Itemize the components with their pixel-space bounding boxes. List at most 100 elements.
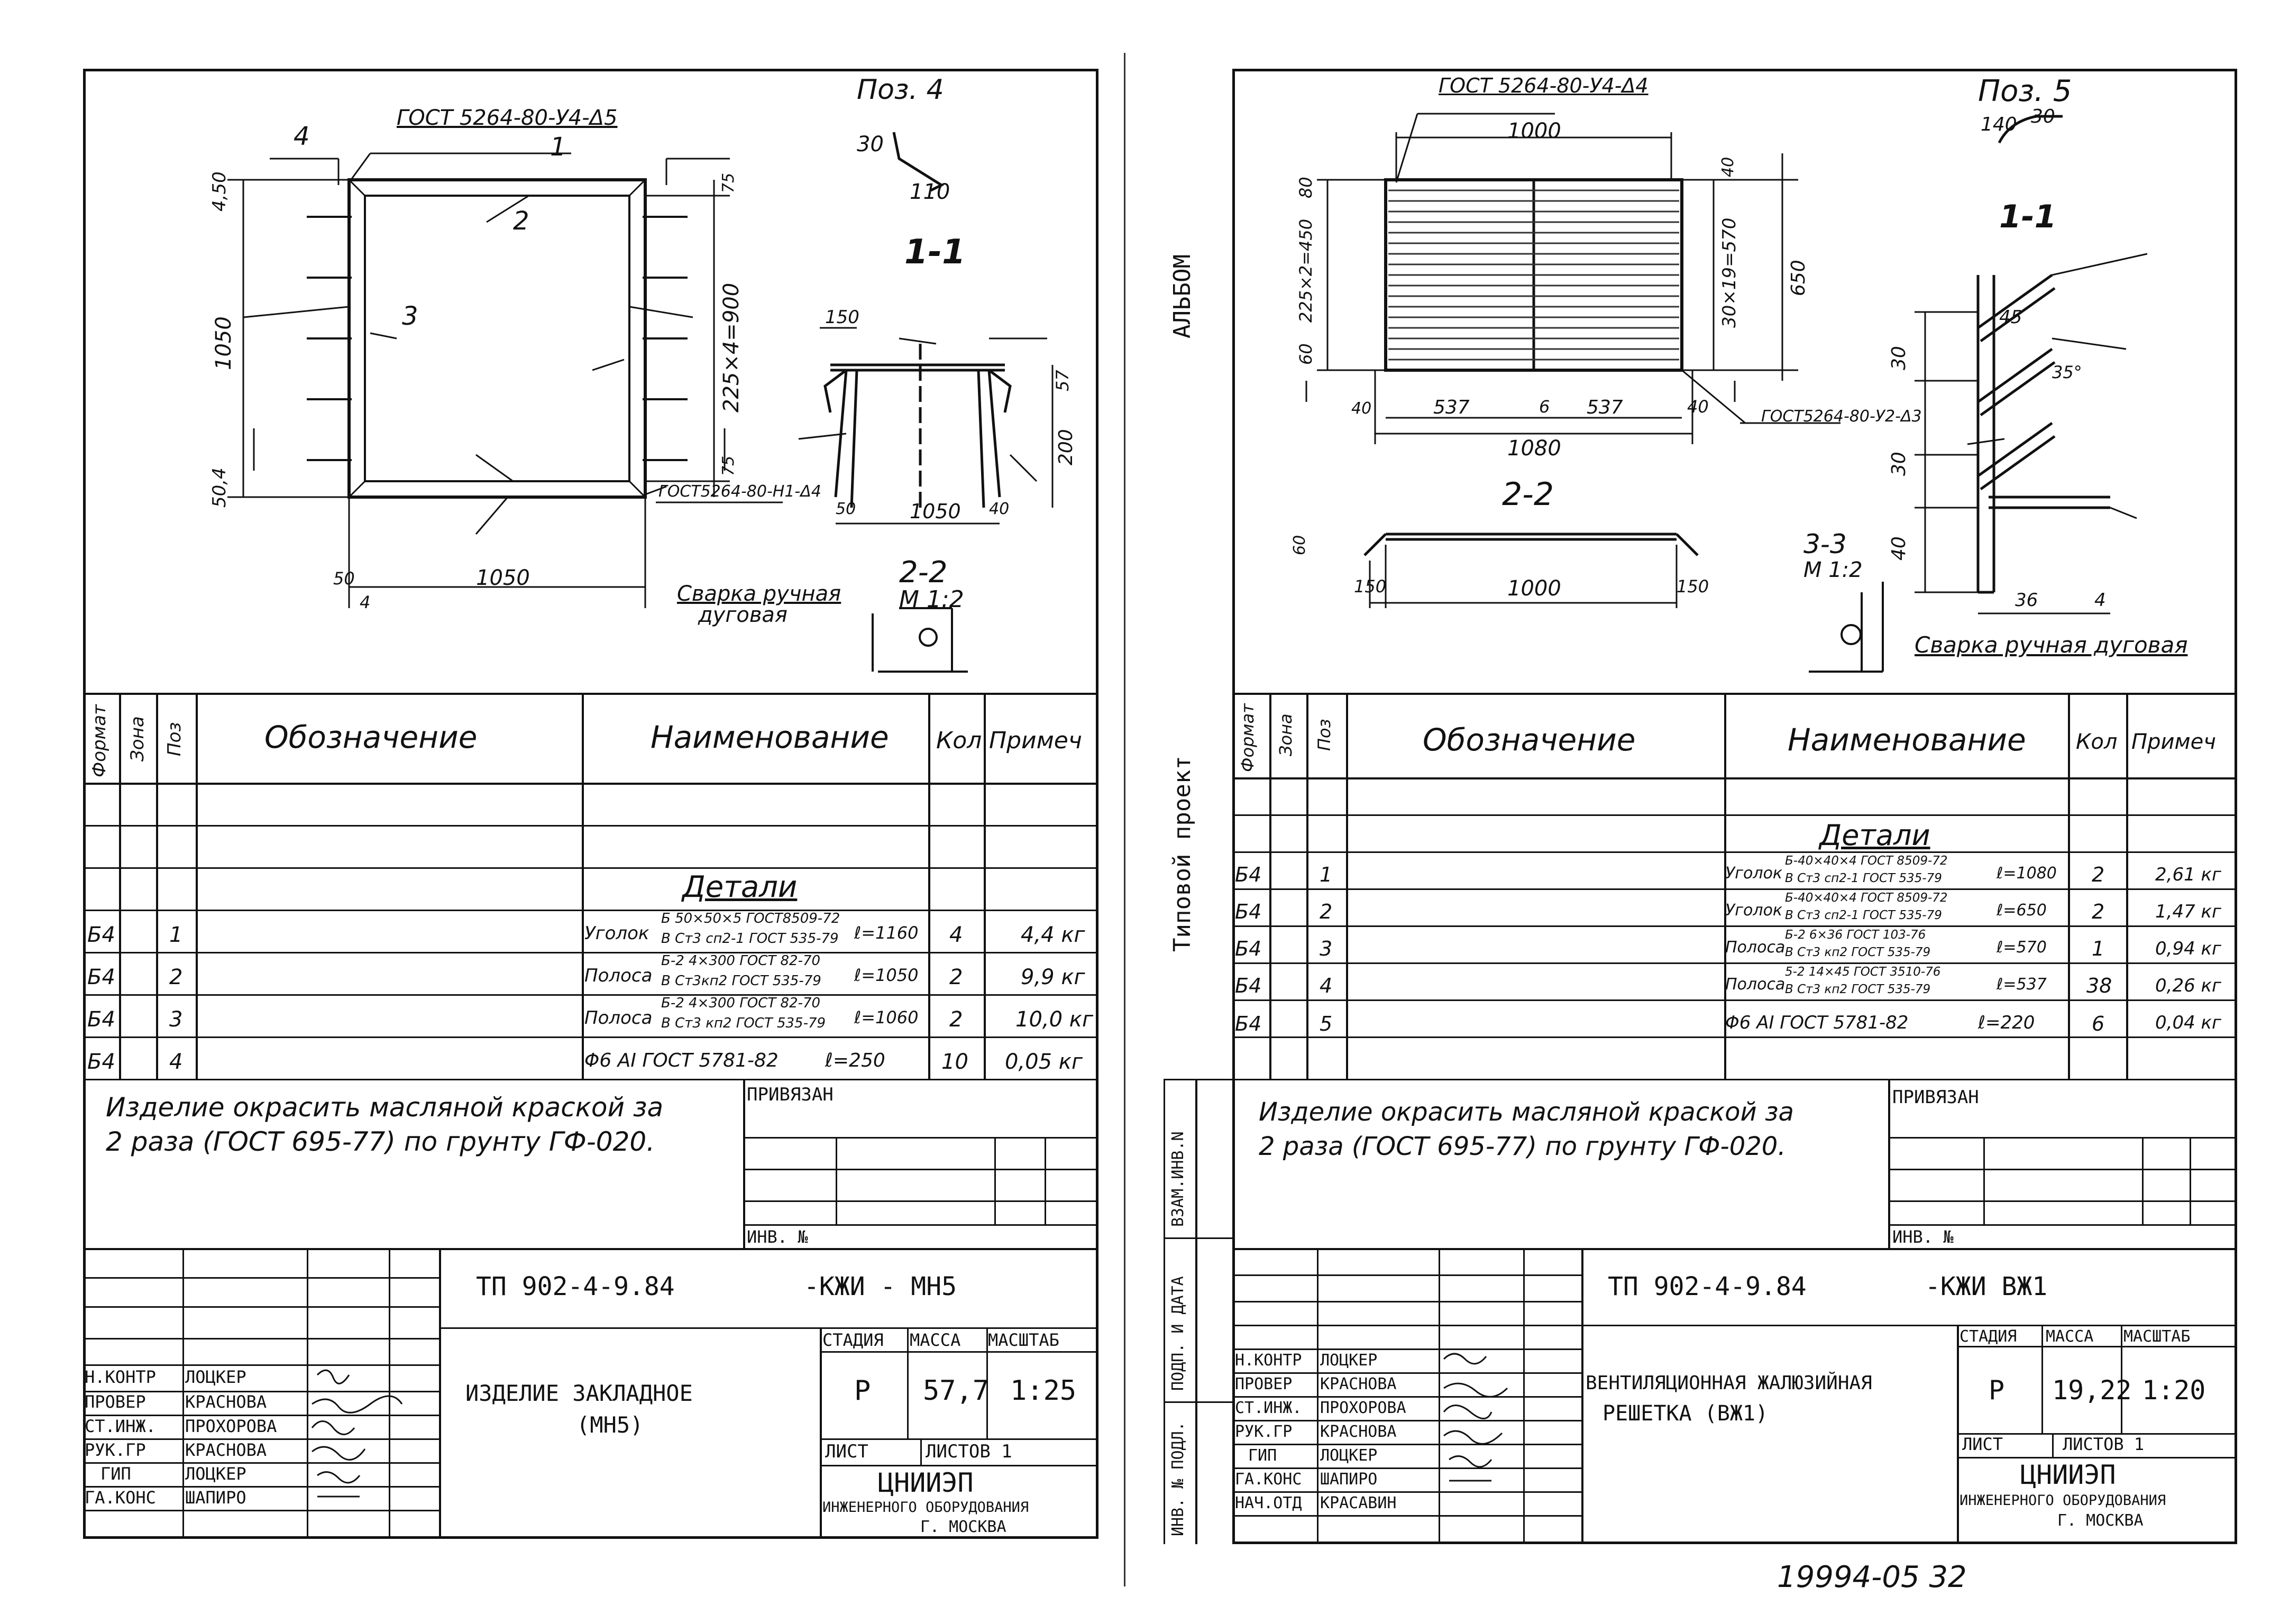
row-name: Полоса <box>584 965 653 986</box>
row-spec-bot: В Ст3 кп2 ГОСТ 535-79 <box>1785 946 1931 959</box>
left-doc-suffix: -КЖИ - МН5 <box>804 1272 957 1301</box>
row-pos: 5 <box>1320 1012 1333 1035</box>
row-spec-top: Б-40×40×4 ГОСТ 8509-72 <box>1785 854 1948 868</box>
row-format: Б4 <box>1235 1012 1262 1035</box>
right-dim-4: 4 <box>2094 590 2106 611</box>
right-title-line-1: ВЕНТИЛЯЦИОННАЯ ЖАЛЮЗИЙНАЯ <box>1586 1372 1872 1394</box>
row-qty: 10 <box>941 1050 968 1074</box>
left-s1050: 1050 <box>910 500 961 523</box>
right-weld-note: Сварка ручная дуговая <box>1915 632 2188 658</box>
row-length: ℓ=1050 <box>854 965 919 985</box>
right-dim-40-side: 40 <box>1888 536 1910 561</box>
row-qty: 2 <box>2092 863 2105 886</box>
right-dim-6: 6 <box>1539 397 1550 417</box>
row-length: ℓ=537 <box>1997 975 2047 994</box>
row-format: Б4 <box>1235 974 1262 997</box>
left-pos-mark-3: 3 <box>402 301 418 331</box>
left-pos-mark-1: 1 <box>550 132 566 162</box>
row-spec-bot: В Ст3 сп2-1 ГОСТ 535-79 <box>661 931 839 947</box>
row-spec-bot: В Ст3 сп2-1 ГОСТ 535-79 <box>1785 871 1942 885</box>
left-pos-mark-4: 4 <box>294 122 310 151</box>
left-org-name: ЦНИИЭП <box>878 1467 974 1498</box>
right-dim-80: 80 <box>1296 177 1316 198</box>
row-format: Б4 <box>1235 863 1262 886</box>
right-doc-suffix: -КЖИ ВЖ1 <box>1925 1272 2048 1301</box>
row-qty: 4 <box>949 923 963 947</box>
left-gost-bottom: ГОСТ5264-80-Н1-Δ4 <box>658 482 821 501</box>
right-stamp-scale: 1:20 <box>2142 1375 2206 1406</box>
row-name: Полоса <box>1725 975 1785 994</box>
row-spec-bot: В Ст3 кп2 ГОСТ 535-79 <box>661 1015 826 1031</box>
left-section-details: Детали <box>682 870 798 904</box>
row-pos: 1 <box>1320 863 1333 886</box>
right-note-line-2: 2 раза (ГОСТ 695-77) по грунту ГФ-020. <box>1259 1132 1786 1161</box>
right-dim-35deg: 35° <box>2052 362 2082 382</box>
right-signer-name: КРАСАВИН <box>1320 1494 1397 1512</box>
right-org-name: ЦНИИЭП <box>2020 1460 2116 1490</box>
right-section-11-label: 1-1 <box>1999 198 2057 235</box>
right-col-pos: Поз <box>1314 719 1334 751</box>
row-format: Б4 <box>1235 900 1262 923</box>
right-dim-150-right: 150 <box>1677 576 1709 597</box>
left-stamp-mass-header: МАССА <box>910 1330 961 1350</box>
left-dim-width: 1050 <box>476 566 530 590</box>
row-format: Б4 <box>87 923 115 947</box>
row-length: ℓ=220 <box>1978 1012 2035 1033</box>
row-note: 10,0 кг <box>1015 1007 1093 1032</box>
right-stamp-stage: Р <box>1989 1375 2005 1406</box>
right-dim-537b: 537 <box>1587 397 1623 418</box>
left-signer-name: ЛОЦКЕР <box>185 1464 246 1484</box>
footer-code: 19994-05 32 <box>1777 1560 1967 1594</box>
left-weld-note-1: Сварка ручная <box>677 582 841 606</box>
right-signer-name: ШАПИРО <box>1320 1470 1378 1489</box>
left-stamp-scale-header: МАСШТАБ <box>988 1330 1059 1350</box>
right-bent-dim-30: 30 <box>2031 106 2055 127</box>
row-note: 2,61 кг <box>2155 864 2221 885</box>
left-title-line-1: ИЗДЕЛИЕ ЗАКЛАДНОЕ <box>465 1380 693 1406</box>
row-length: ℓ=1060 <box>854 1007 919 1027</box>
right-signer-role: ПРОВЕР <box>1235 1375 1293 1393</box>
right-dim-1080: 1080 <box>1507 436 1561 461</box>
right-col-zone: Зона <box>1276 713 1296 756</box>
left-s50b: 40 <box>989 500 1010 518</box>
left-s50: 50 <box>836 500 856 518</box>
left-gost-top: ГОСТ 5264-80-У4-Δ5 <box>397 106 618 130</box>
right-gost-top: ГОСТ 5264-80-У4-Δ4 <box>1439 74 1649 97</box>
right-dim-40b: 40 <box>1687 397 1709 417</box>
right-col-format: Формат <box>1238 703 1258 772</box>
right-col-qty: Кол <box>2076 730 2118 754</box>
left-section-11-label: 1-1 <box>904 233 966 272</box>
row-spec-bot: В Ст3 кп2 ГОСТ 535-79 <box>1785 983 1931 996</box>
row-format: Б4 <box>87 1050 115 1074</box>
left-title-line-2: (МН5) <box>576 1412 644 1438</box>
right-scale-33-label: М 1:2 <box>1803 558 1863 582</box>
row-note: 9,9 кг <box>1021 965 1085 989</box>
right-sheets-label: ЛИСТОВ 1 <box>2063 1434 2145 1454</box>
right-stamp-mass: 19,22 <box>2052 1375 2132 1406</box>
row-pos: 2 <box>169 965 183 989</box>
row-spec-top: Б-2 4×300 ГОСТ 82-70 <box>661 995 821 1011</box>
left-org-sub: ИНЖЕНЕРНОГО ОБОРУДОВАНИЯ <box>822 1499 1029 1516</box>
right-col-name: Наименование <box>1788 722 2026 758</box>
right-bent-dim-140: 140 <box>1981 114 2017 135</box>
right-section-33-label: 3-3 <box>1803 529 1847 559</box>
right-dim-1000-bottom: 1000 <box>1507 576 1561 601</box>
row-name: Уголок <box>1725 901 1783 920</box>
left-sheet-label: ЛИСТ <box>825 1441 868 1462</box>
left-pos-mark-2: 2 <box>513 206 529 236</box>
row-note: 1,47 кг <box>2155 901 2221 922</box>
row-qty: 2 <box>2092 900 2105 923</box>
right-doc-code: ТП 902-4-9.84 <box>1608 1272 1807 1301</box>
left-col-designation: Обозначение <box>264 719 478 755</box>
row-note: 0,94 кг <box>2155 938 2221 959</box>
row-name: Φ6 AI ГОСТ 5781-82 <box>1725 1012 1909 1033</box>
left-col-name: Наименование <box>651 719 889 755</box>
right-stamp-scale-header: МАСШТАБ <box>2123 1327 2191 1346</box>
left-signer-name: КРАСНОВА <box>185 1392 267 1412</box>
left-signer-name: ЛОЦКЕР <box>185 1367 246 1387</box>
left-col-qty: Кол <box>936 727 982 754</box>
left-signer-role: Н.КОНТР <box>85 1367 156 1387</box>
right-dim-30-19: 30×19=570 <box>1719 217 1740 328</box>
row-qty: 2 <box>949 965 963 989</box>
